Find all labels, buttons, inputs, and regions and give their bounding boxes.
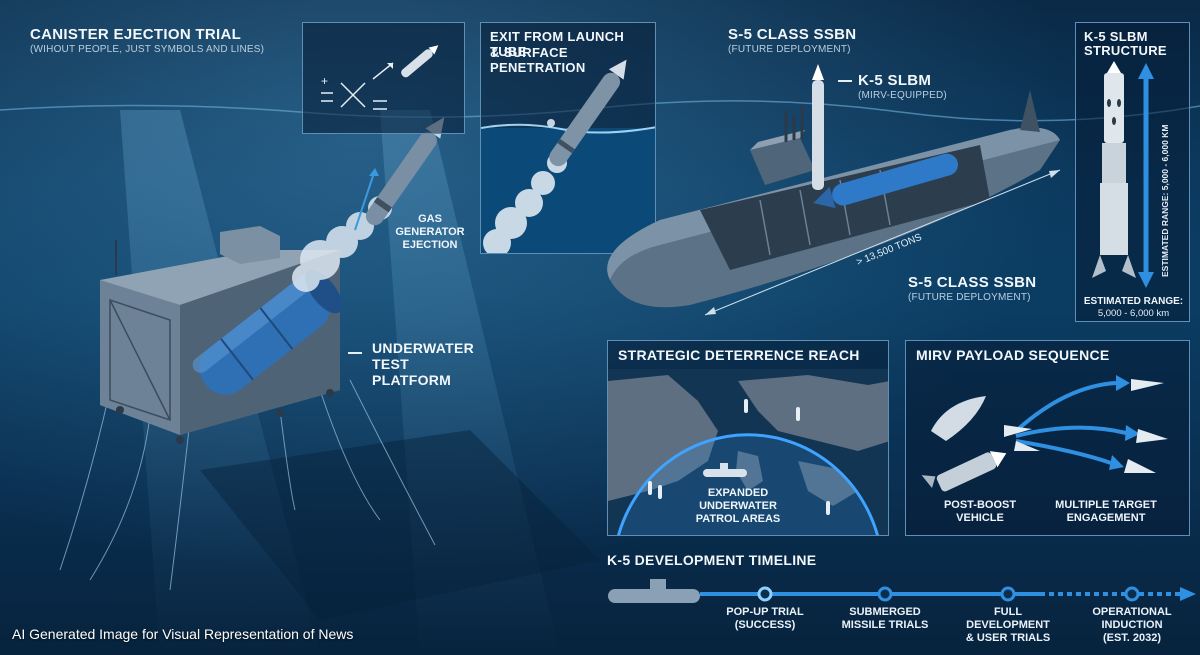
timeline-node-1 <box>757 586 773 602</box>
timeline-step-3-line1: Full Development <box>966 606 1050 631</box>
k5-sublabel: (MIRV-Equipped) <box>858 90 947 101</box>
ssbn-lower-subtitle: (Future Deployment) <box>908 292 1031 303</box>
timeline-step-4: Operational Induction (Est. 2032) <box>1077 606 1187 645</box>
timeline-node-4 <box>1124 586 1140 602</box>
structure-title-line1: K-5 SLBM <box>1084 29 1148 44</box>
ssbn-subtitle: (Future Deployment) <box>728 44 851 55</box>
mirv-title: MIRV Payload Sequence <box>916 347 1110 363</box>
timeline-step-4-line3: (Est. 2032) <box>1102 632 1162 644</box>
ejection-schematic: + <box>321 45 439 110</box>
submarine-illustration <box>607 64 1061 316</box>
deterrence-map <box>608 369 888 535</box>
structure-range-value: 5,000 - 6,000 km <box>1097 308 1170 319</box>
patrol-areas-label: Expanded Underwater Patrol Areas <box>695 487 781 525</box>
timeline-node-2 <box>877 586 893 602</box>
timeline-step-1-line1: Pop-up Trial <box>726 606 804 618</box>
test-platform-illustration <box>59 196 436 591</box>
exit-launch-panel: Exit from launch tube & surface penetrat… <box>480 22 656 254</box>
ejection-diagram-panel: + <box>302 22 465 134</box>
ssbn-title: S-5 Class SSBN <box>728 26 857 43</box>
deterrence-panel: Strategic Deterrence Reach Expanded Unde… <box>607 340 889 536</box>
gas-generator-label: Gas Generator Ejection <box>395 213 465 251</box>
svg-text:+: + <box>321 74 328 88</box>
k5-label-connector <box>838 80 852 82</box>
exit-illustration <box>481 59 655 253</box>
exit-title-line2: & surface penetration <box>490 45 586 75</box>
timeline-step-2-line2: Missile Trials <box>841 619 929 631</box>
timeline-step-1-line2: (Success) <box>734 619 796 631</box>
mirv-panel: MIRV Payload Sequence Post-Boost Vehicle… <box>905 340 1190 536</box>
slbm-diagram <box>1092 61 1154 288</box>
platform-label-connector <box>348 352 362 354</box>
ssbn-lower-title: S-5 Class SSBN <box>908 274 1037 291</box>
timeline-step-2: Submerged Missile Trials <box>830 606 940 632</box>
ai-caption: AI Generated Image for Visual Representa… <box>12 626 354 642</box>
structure-panel: K-5 SLBM Structure Estimated Range: 5,00… <box>1075 22 1190 322</box>
canister-subtitle: (Wihout people, just symbols and lines) <box>30 44 265 55</box>
canister-title: Canister Ejection Trial <box>30 26 242 43</box>
exit-title-line1: Exit from launch tube <box>490 29 625 59</box>
platform-label: Underwater Test Platform <box>372 340 475 388</box>
post-boost-label: Post-Boost Vehicle <box>943 499 1017 524</box>
timeline-step-4-line2: Induction <box>1101 619 1163 631</box>
timeline-step-3-line2: & User Trials <box>965 632 1051 644</box>
k5-label: K-5 SLBM <box>858 72 932 89</box>
timeline-step-4-line1: Operational <box>1092 606 1172 618</box>
timeline-track <box>608 579 1196 603</box>
mirv-diagram <box>921 375 1168 492</box>
timeline-step-2-line1: Submerged <box>849 606 921 618</box>
timeline-step-3: Full Development & User Trials <box>953 606 1063 645</box>
timeline-node-3 <box>1000 586 1016 602</box>
structure-title-line2: Structure <box>1084 43 1167 58</box>
timeline-step-1: Pop-up Trial (Success) <box>710 606 820 632</box>
multi-target-label: Multiple Target Engagement <box>1055 499 1157 524</box>
timeline-title: K-5 Development Timeline <box>607 552 817 568</box>
structure-range-label: Estimated Range: <box>1083 296 1184 307</box>
deterrence-title: Strategic Deterrence Reach <box>618 347 860 363</box>
structure-range-vertical: Estimated Range: 5,000 - 6,000 km <box>1160 124 1170 277</box>
